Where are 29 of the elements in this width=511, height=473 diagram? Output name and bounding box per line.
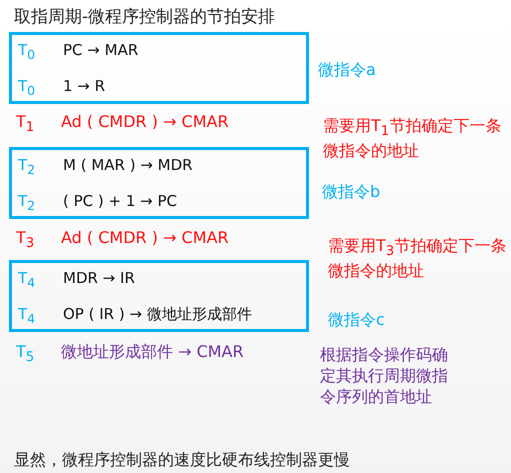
micro-operation: OP ( IR ) → 微地址形成部件 xyxy=(63,305,252,324)
time-step: T$_{4}$ xyxy=(18,305,36,326)
micro-operation: 1 → R xyxy=(63,77,106,95)
micro-operation: PC → MAR xyxy=(63,41,138,59)
conclusion-text: 显然，微程序控制器的速度比硬布线控制器更慢 xyxy=(14,450,351,471)
micro-instruction-label: 微指令c xyxy=(328,310,385,331)
micro-instruction-box xyxy=(9,147,309,219)
time-step: T$_{3}$ xyxy=(16,228,34,252)
micro-operation: MDR → IR xyxy=(63,269,135,287)
time-step: T$_{2}$ xyxy=(18,192,36,213)
note: 根据指令操作码确定其执行周期微指令序列的首地址 xyxy=(320,345,449,408)
micro-instruction-box xyxy=(9,260,309,332)
note: 需要用T$_{3}$节拍确定下一条微指令的地址 xyxy=(328,236,508,282)
micro-operation: Ad ( CMDR ) → CMAR xyxy=(61,228,229,247)
micro-instruction-box xyxy=(9,32,309,104)
time-step: T$_{5}$ xyxy=(16,342,34,366)
title: 取指周期-微程序控制器的节拍安排 xyxy=(14,6,276,28)
note: 需要用T$_{1}$节拍确定下一条微指令的地址 xyxy=(323,116,502,162)
time-step: T$_{1}$ xyxy=(16,112,34,136)
time-step: T$_{2}$ xyxy=(18,156,36,177)
micro-operation: Ad ( CMDR ) → CMAR xyxy=(61,112,229,131)
micro-operation: ( PC ) + 1 → PC xyxy=(63,192,178,210)
micro-instruction-label: 微指令a xyxy=(318,60,376,81)
micro-instruction-label: 微指令b xyxy=(322,182,380,203)
micro-operation: 微地址形成部件 → CMAR xyxy=(61,342,244,363)
micro-operation: M ( MAR ) → MDR xyxy=(63,156,193,174)
time-step: T$_{0}$ xyxy=(18,41,36,62)
time-step: T$_{0}$ xyxy=(18,77,36,98)
time-step: T$_{4}$ xyxy=(18,269,36,290)
